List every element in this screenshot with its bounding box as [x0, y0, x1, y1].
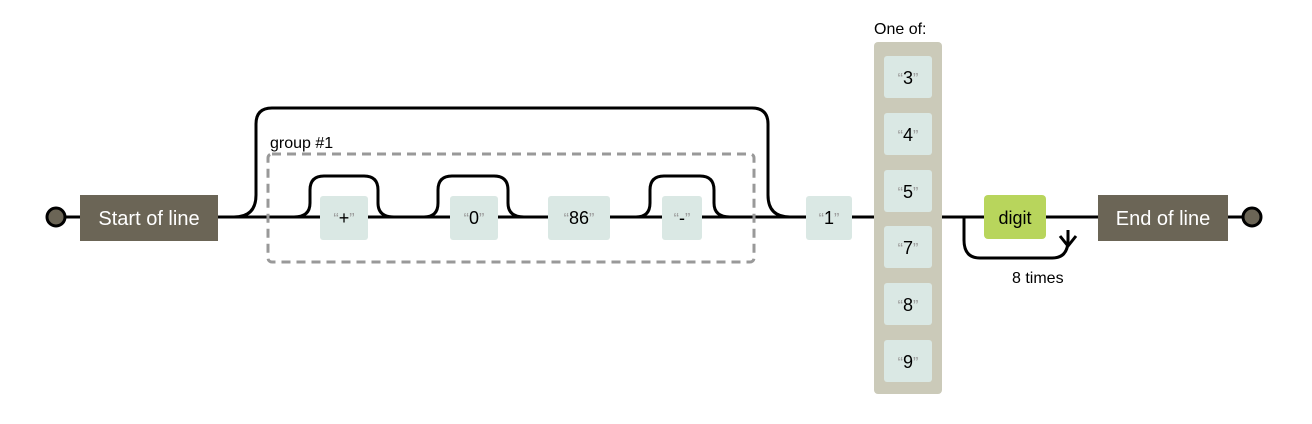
- svg-text:“0”: “0”: [464, 208, 485, 228]
- one-of-item: “3”: [884, 56, 932, 98]
- end-endpoint-icon: [1241, 206, 1263, 228]
- one-of-item: “4”: [884, 113, 932, 155]
- svg-text:“9”: “9”: [898, 352, 919, 372]
- one-of-item: “9”: [884, 340, 932, 382]
- svg-text:digit: digit: [998, 208, 1031, 228]
- one-of-item: “8”: [884, 283, 932, 325]
- svg-text:“7”: “7”: [898, 238, 919, 258]
- svg-text:“8”: “8”: [898, 295, 919, 315]
- svg-text:Start of line: Start of line: [98, 208, 199, 230]
- one-of-label: One of:: [874, 21, 926, 38]
- start-of-line-box: Start of line: [80, 195, 218, 241]
- start-endpoint-icon: [45, 206, 67, 228]
- literal-zero: “0”: [450, 196, 498, 240]
- svg-text:“-”: “-”: [674, 208, 691, 228]
- one-of-item: “5”: [884, 170, 932, 212]
- svg-text:“5”: “5”: [898, 182, 919, 202]
- group-label: group #1: [270, 135, 333, 152]
- svg-text:“86”: “86”: [564, 208, 595, 228]
- literal-one: “1”: [806, 196, 852, 240]
- group-box: [266, 152, 756, 264]
- svg-text:“1”: “1”: [819, 208, 840, 228]
- end-of-line-box: End of line: [1098, 195, 1228, 241]
- literal-plus: “+”: [320, 196, 368, 240]
- svg-text:End of line: End of line: [1116, 208, 1211, 230]
- one-of-item: “7”: [884, 226, 932, 268]
- repeat-label: 8 times: [1012, 270, 1064, 287]
- svg-text:“+”: “+”: [333, 208, 354, 228]
- repeat-arrow-icon: [1058, 235, 1078, 249]
- literal-dash: “-”: [662, 196, 702, 240]
- svg-text:“4”: “4”: [898, 125, 919, 145]
- literal-86: “86”: [548, 196, 610, 240]
- digit-box: digit: [984, 195, 1046, 239]
- connector-lines: [66, 106, 1242, 260]
- svg-text:“3”: “3”: [898, 68, 919, 88]
